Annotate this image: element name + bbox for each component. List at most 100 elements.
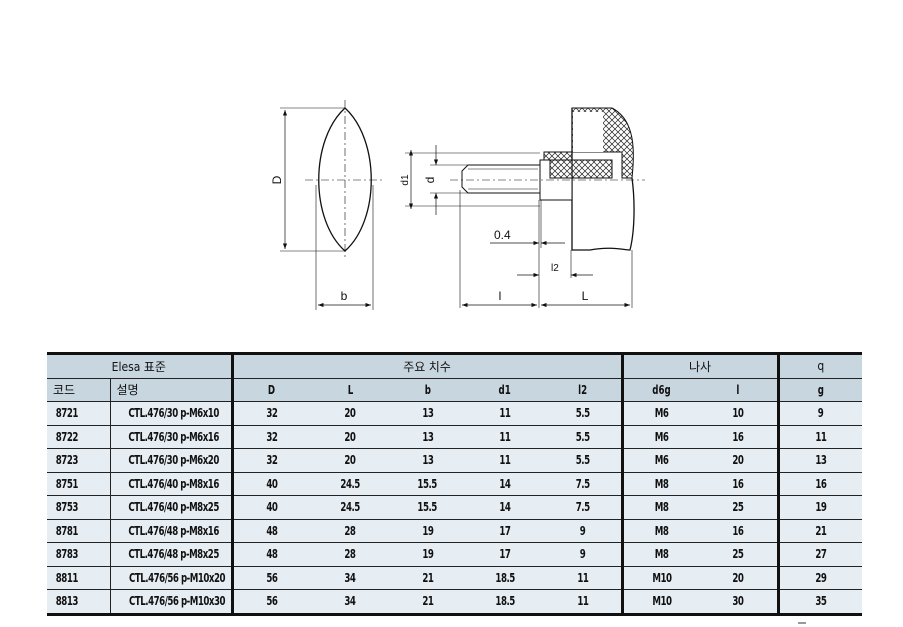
- cell-code: 8723: [47, 448, 110, 473]
- cell-code: 8751: [47, 472, 110, 496]
- cell-g: 35: [776, 589, 863, 616]
- cell-D: 48: [230, 519, 310, 543]
- column-header-d6g: d6g: [620, 378, 701, 402]
- cell-g: 19: [776, 495, 863, 520]
- label-L: L: [582, 289, 589, 303]
- cell-g: 9: [776, 401, 863, 426]
- cell-b: 19: [390, 519, 465, 543]
- cell-L: 24.5: [310, 495, 390, 520]
- cell-D: 40: [230, 495, 310, 520]
- group-header-row: Elesa 표준 주요 치수 나사 q: [47, 352, 863, 379]
- cell-D: 32: [230, 448, 310, 473]
- column-header-D: D: [230, 378, 310, 402]
- label-d1: d1: [400, 174, 411, 186]
- cell-d6g: M8: [620, 495, 701, 520]
- cell-g: 27: [776, 542, 863, 567]
- label-b: b: [341, 289, 348, 303]
- cell-g: 16: [776, 472, 863, 496]
- label-d: d: [423, 177, 437, 184]
- technical-drawing: D b d1 d 0.4 l2 l L: [270, 100, 645, 310]
- cell-d1: 17: [465, 519, 545, 543]
- page-mark: [798, 622, 806, 624]
- cell-l: 16: [700, 472, 779, 496]
- cell-b: 13: [390, 425, 465, 449]
- cell-l: 16: [700, 519, 779, 543]
- cell-description: CTL.476/30 p-M6x16: [109, 425, 232, 449]
- cell-g: 13: [776, 448, 863, 473]
- cell-l2: 5.5: [545, 401, 623, 426]
- group-q: q: [776, 352, 863, 379]
- cell-l2: 5.5: [545, 448, 623, 473]
- cell-L: 20: [310, 448, 390, 473]
- cell-d6g: M10: [620, 566, 701, 590]
- cell-l: 10: [700, 401, 779, 426]
- cell-l: 16: [700, 425, 779, 449]
- cell-d1: 11: [465, 448, 545, 473]
- cell-d6g: M8: [620, 542, 701, 567]
- label-l2: l2: [551, 263, 559, 274]
- column-header-code: 코드: [47, 378, 110, 402]
- cell-l: 20: [700, 566, 779, 590]
- cell-d6g: M8: [620, 519, 701, 543]
- cell-d1: 14: [465, 495, 545, 520]
- column-header-description: 설명: [109, 378, 232, 402]
- cell-b: 15.5: [390, 495, 465, 520]
- cell-D: 32: [230, 401, 310, 426]
- cell-D: 56: [230, 589, 310, 616]
- cell-L: 34: [310, 589, 390, 616]
- cell-description: CTL.476/48 p-M8x16: [109, 519, 232, 543]
- cell-D: 48: [230, 542, 310, 567]
- cell-b: 13: [390, 401, 465, 426]
- cell-D: 40: [230, 472, 310, 496]
- cell-l: 25: [700, 542, 779, 567]
- column-header-b: b: [390, 378, 465, 402]
- cell-d1: 11: [465, 425, 545, 449]
- front-view: [280, 100, 385, 310]
- cell-d6g: M6: [620, 401, 701, 426]
- cell-l: 25: [700, 495, 779, 520]
- cell-d6g: M10: [620, 589, 701, 616]
- cell-L: 34: [310, 566, 390, 590]
- cell-code: 8753: [47, 495, 110, 520]
- cell-code: 8811: [47, 566, 110, 590]
- cell-L: 20: [310, 425, 390, 449]
- cell-l2: 5.5: [545, 425, 623, 449]
- column-header-g: g: [776, 378, 863, 402]
- cell-g: 11: [776, 425, 863, 449]
- cell-d1: 14: [465, 472, 545, 496]
- cell-d1: 18.5: [465, 566, 545, 590]
- cell-description: CTL.476/40 p-M8x25: [109, 495, 232, 520]
- cell-L: 28: [310, 542, 390, 567]
- cell-d6g: M6: [620, 448, 701, 473]
- cell-d1: 18.5: [465, 589, 545, 616]
- cell-g: 21: [776, 519, 863, 543]
- cell-l: 30: [700, 589, 779, 616]
- cell-description: CTL.476/56 p-M10x30: [109, 589, 232, 616]
- cell-code: 8813: [47, 589, 110, 616]
- label-0.4: 0.4: [494, 228, 511, 242]
- cell-d6g: M8: [620, 472, 701, 496]
- cell-b: 19: [390, 542, 465, 567]
- cell-D: 56: [230, 566, 310, 590]
- column-header-d1: d1: [465, 378, 545, 402]
- cell-l2: 11: [545, 589, 623, 616]
- cell-code: 8722: [47, 425, 110, 449]
- group-main-dimensions: 주요 치수: [230, 352, 623, 379]
- cell-D: 32: [230, 425, 310, 449]
- cell-description: CTL.476/56 p-M10x20: [109, 566, 232, 590]
- cell-d1: 17: [465, 542, 545, 567]
- cell-b: 21: [390, 589, 465, 616]
- label-D: D: [270, 175, 284, 184]
- cell-l2: 9: [545, 519, 623, 543]
- cell-code: 8783: [47, 542, 110, 567]
- cell-code: 8781: [47, 519, 110, 543]
- cell-description: CTL.476/30 p-M6x10: [109, 401, 232, 426]
